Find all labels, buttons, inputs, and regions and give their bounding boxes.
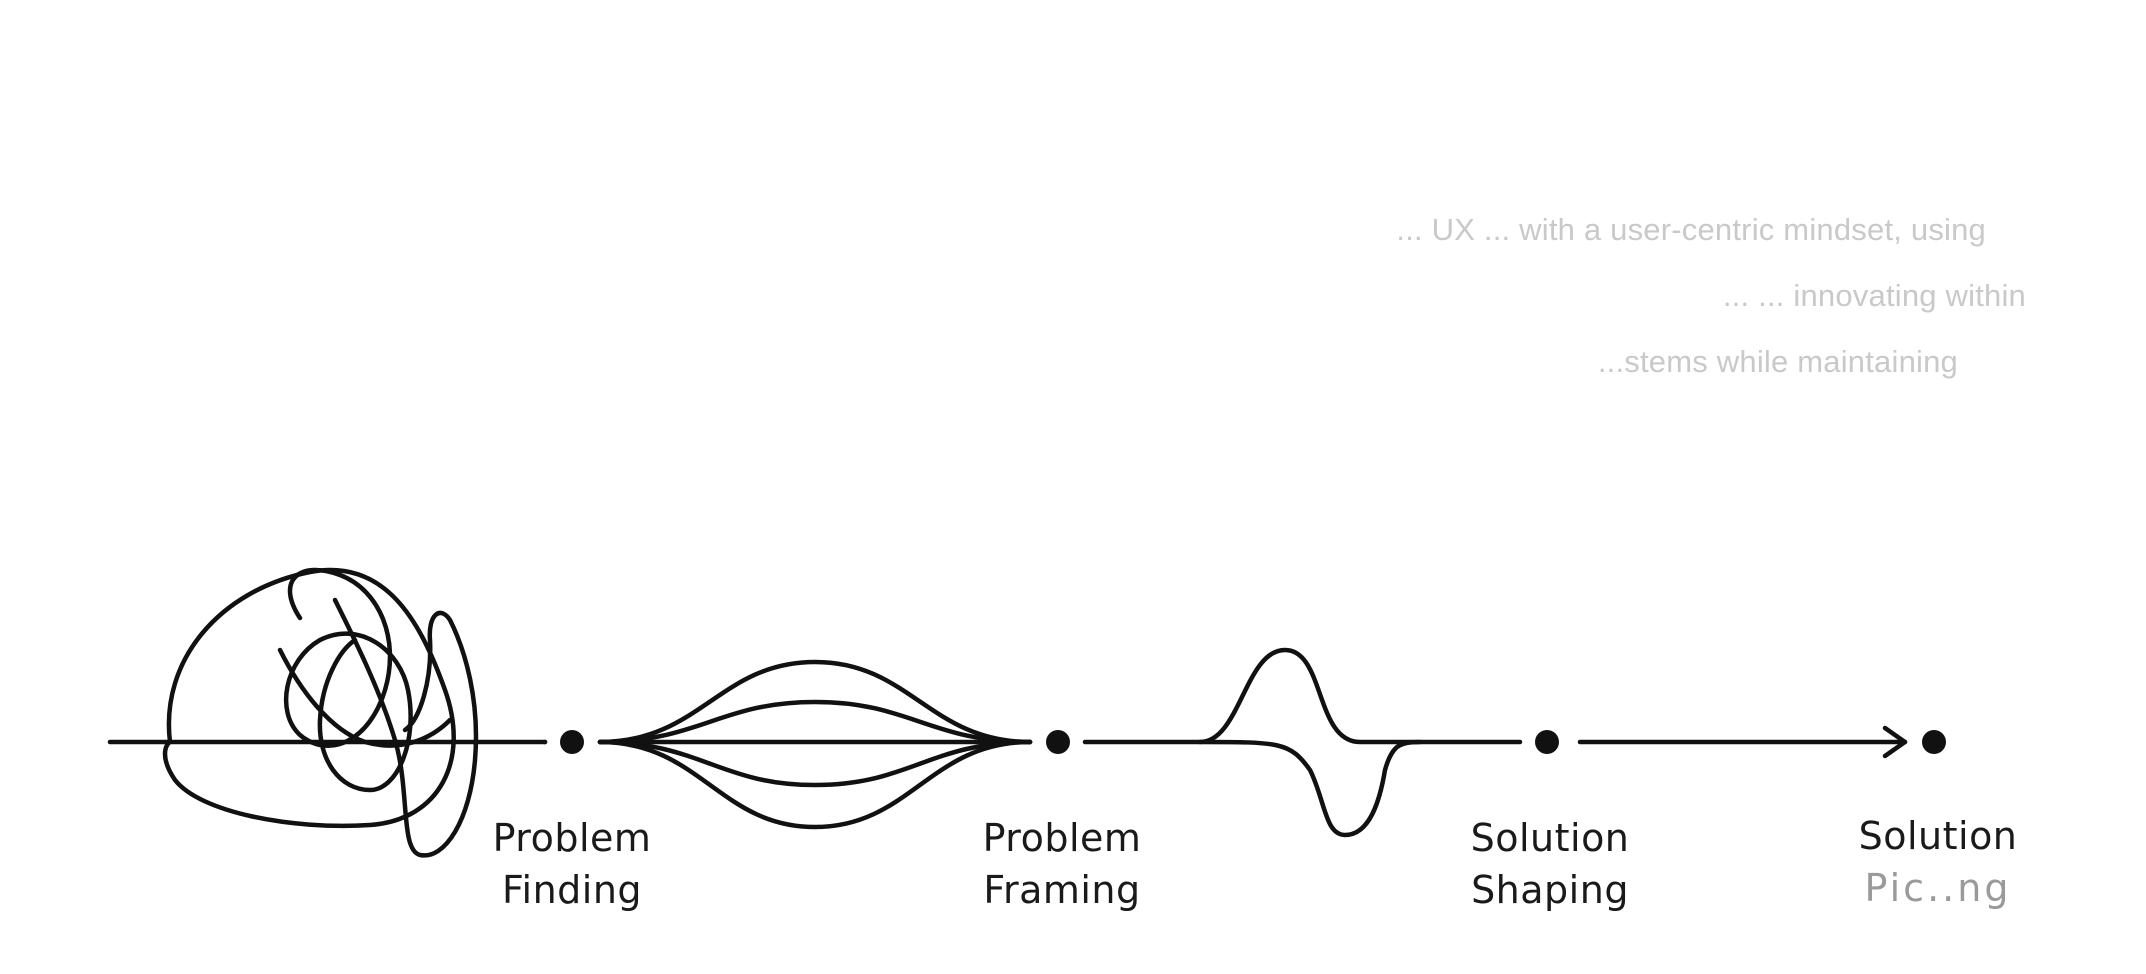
arrow-head xyxy=(1882,725,1908,759)
stage-label-line1: Problem xyxy=(492,816,652,860)
wave-curves xyxy=(1082,647,1523,838)
description-line-2: ... ... innovating within xyxy=(1722,278,2026,313)
stage-label-line2: Shaping xyxy=(1471,868,1629,912)
stage-label-problem-framing: Problem Framing xyxy=(932,812,1192,916)
stage-label-line2: Pic..ng xyxy=(1864,866,2012,910)
stage-label-solution-shaping: Solution Shaping xyxy=(1420,812,1680,916)
stage-label-line1: Solution xyxy=(1470,816,1630,860)
node-problem-finding xyxy=(560,730,584,754)
stage-label-line2: Finding xyxy=(501,868,643,912)
stage-label-line1: Solution xyxy=(1858,814,2018,858)
description-line-1: ... UX ... with a user-centric mindset, … xyxy=(1396,212,1986,247)
node-problem-framing xyxy=(1046,730,1070,754)
stage-label-solution-picking: Solution Pic..ng xyxy=(1808,810,2068,914)
tangle-scribble xyxy=(107,567,548,858)
stage-label-line2: Framing xyxy=(983,868,1141,912)
lens-curves xyxy=(597,659,1033,830)
node-solution-shaping xyxy=(1535,730,1559,754)
description-line-3: ...stems while maintaining xyxy=(1597,344,1958,379)
stage-label-line1: Problem xyxy=(982,816,1142,860)
node-solution-picking xyxy=(1922,730,1946,754)
stage-label-problem-finding: Problem Finding xyxy=(442,812,702,916)
